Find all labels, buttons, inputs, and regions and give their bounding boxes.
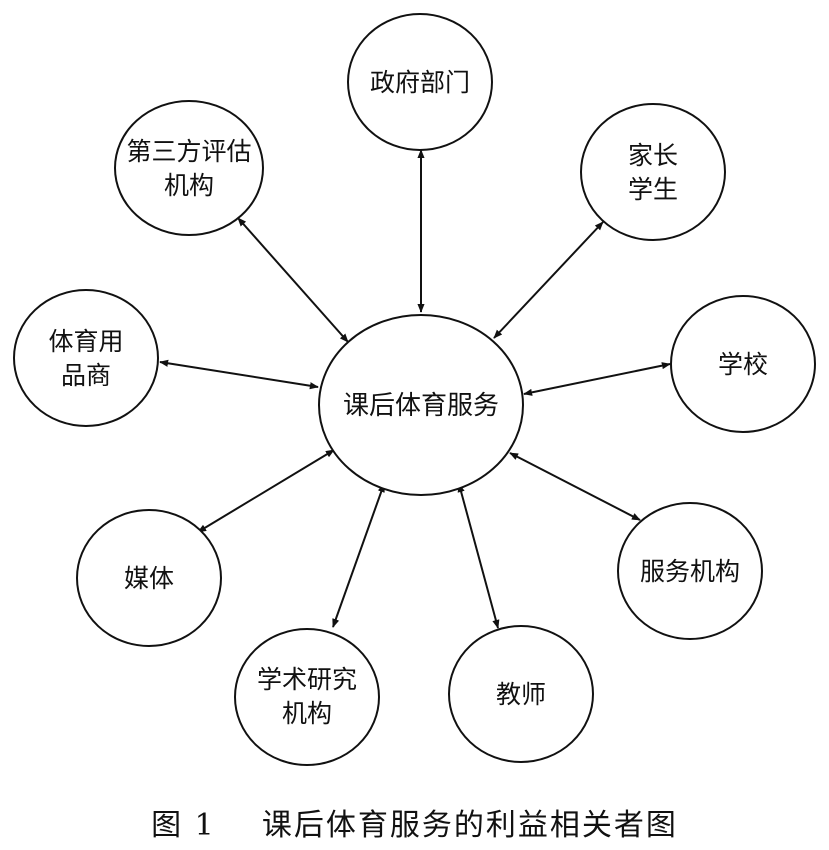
node-teacher: 教师 bbox=[448, 625, 594, 763]
connector-service bbox=[509, 452, 641, 521]
connector-goods bbox=[159, 359, 319, 390]
node-goods-label-2: 品商 bbox=[61, 361, 111, 390]
node-third: 第三方评估 机构 bbox=[114, 100, 264, 236]
center-label: 课后体育服务 bbox=[343, 391, 499, 421]
node-parents-label-2: 学生 bbox=[628, 175, 678, 204]
node-service-label: 服务机构 bbox=[640, 557, 740, 586]
node-third-label-1: 第三方评估 bbox=[126, 137, 251, 166]
connector-teacher bbox=[457, 483, 500, 629]
node-school: 学校 bbox=[670, 295, 816, 433]
connector-research bbox=[332, 483, 385, 628]
caption-label: 图 1 bbox=[151, 808, 216, 843]
node-goods: 体育用 品商 bbox=[13, 289, 159, 427]
node-parents-label-1: 家长 bbox=[628, 141, 678, 170]
node-research-label-1: 学术研究 bbox=[257, 665, 357, 694]
node-media-label: 媒体 bbox=[124, 564, 174, 593]
node-school-label: 学校 bbox=[718, 350, 768, 379]
node-third-label-2: 机构 bbox=[164, 171, 214, 200]
node-media: 媒体 bbox=[76, 509, 222, 647]
connector-parents bbox=[493, 221, 604, 339]
node-research-label-2: 机构 bbox=[282, 699, 332, 728]
caption-text: 课后体育服务的利益相关者图 bbox=[261, 808, 678, 843]
node-research: 学术研究 机构 bbox=[234, 628, 380, 766]
connector-media bbox=[197, 449, 335, 533]
node-gov-label: 政府部门 bbox=[370, 68, 470, 97]
node-gov: 政府部门 bbox=[347, 13, 493, 151]
connector-third bbox=[237, 217, 349, 343]
node-teacher-label: 教师 bbox=[496, 680, 546, 709]
stakeholder-diagram: 课后体育服务 政府部门 第三方评估 机构 家长 学生 体育用 品商 学校 媒体 … bbox=[13, 13, 816, 766]
connector-school bbox=[523, 362, 671, 396]
node-goods-label-1: 体育用 bbox=[48, 327, 123, 356]
center-node: 课后体育服务 bbox=[318, 314, 524, 496]
node-parents: 家长 学生 bbox=[580, 103, 726, 241]
node-service: 服务机构 bbox=[617, 502, 763, 640]
figure-caption: 图 1 课后体育服务的利益相关者图 bbox=[0, 800, 829, 844]
